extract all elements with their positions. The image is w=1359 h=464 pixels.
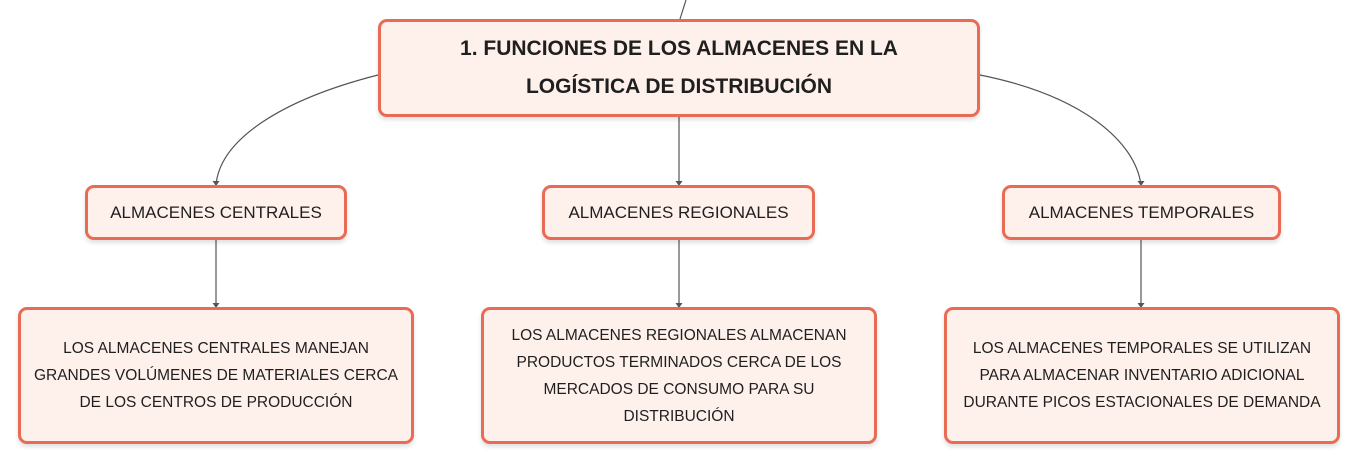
arrowhead-centrales-detail xyxy=(212,303,220,308)
category-node-label: ALMACENES REGIONALES xyxy=(568,202,789,222)
detail-node-text: LOS ALMACENES REGIONALES ALMACENAN PRODU… xyxy=(511,326,847,425)
detail-node-text: LOS ALMACENES CENTRALES MANEJAN GRANDES … xyxy=(33,340,399,411)
detail-node-temporales[interactable]: LOS ALMACENES TEMPORALES SE UTILIZAN PAR… xyxy=(944,307,1340,444)
category-node-centrales[interactable]: ALMACENES CENTRALES xyxy=(85,185,347,240)
arrowhead-regionales-detail xyxy=(675,303,683,308)
category-node-temporales[interactable]: ALMACENES TEMPORALES xyxy=(1002,185,1281,240)
detail-node-regionales[interactable]: LOS ALMACENES REGIONALES ALMACENAN PRODU… xyxy=(481,307,877,444)
root-node[interactable]: 1. FUNCIONES DE LOS ALMACENES EN LA LOGÍ… xyxy=(378,19,980,117)
detail-node-text: LOS ALMACENES TEMPORALES SE UTILIZAN PAR… xyxy=(963,340,1321,411)
connector-parent-to-root xyxy=(679,0,687,20)
category-node-regionales[interactable]: ALMACENES REGIONALES xyxy=(542,185,815,240)
root-node-label: 1. FUNCIONES DE LOS ALMACENES EN LA LOGÍ… xyxy=(460,37,898,98)
connector-root-to-temporales xyxy=(979,74,1142,186)
detail-node-centrales[interactable]: LOS ALMACENES CENTRALES MANEJAN GRANDES … xyxy=(18,307,414,444)
arrowhead-temporales-detail xyxy=(1137,303,1145,308)
category-node-label: ALMACENES TEMPORALES xyxy=(1028,202,1255,222)
arrowhead-centrales xyxy=(212,181,220,186)
arrowhead-temporales xyxy=(1137,181,1145,186)
category-node-label: ALMACENES CENTRALES xyxy=(110,202,322,222)
arrowhead-regionales xyxy=(675,181,683,186)
connector-root-to-centrales xyxy=(215,74,379,186)
